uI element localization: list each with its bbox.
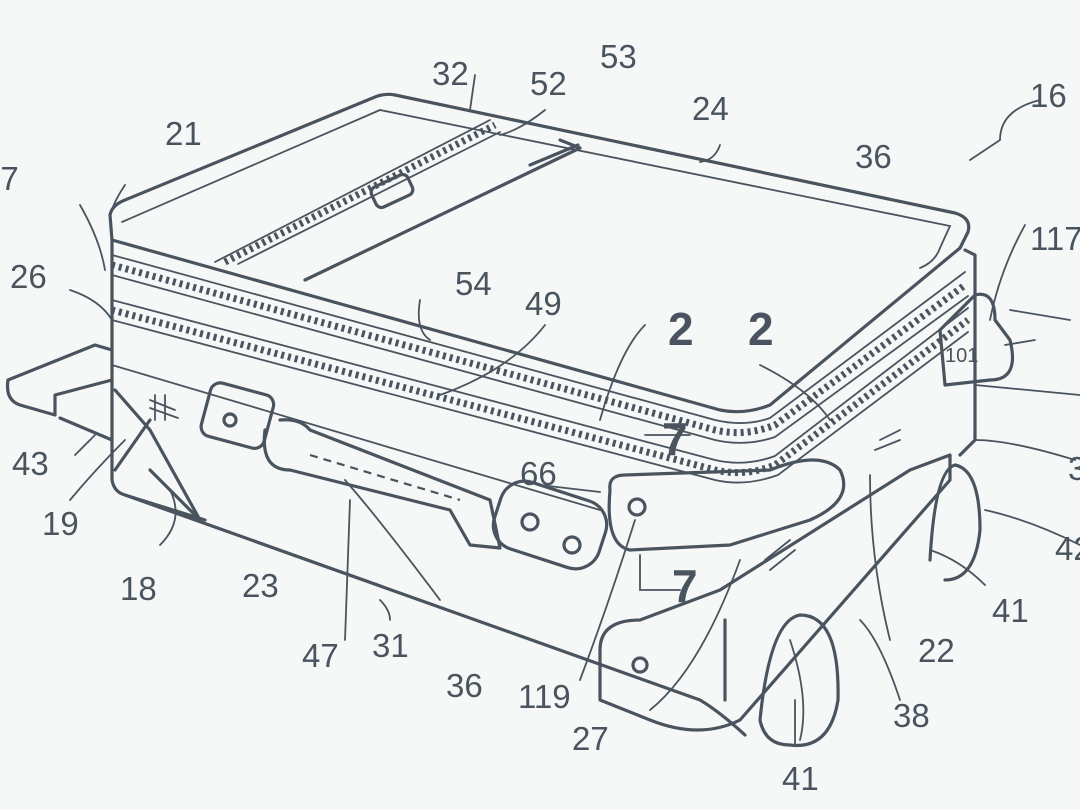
side-handle (5, 343, 114, 442)
section-label-2b: 2 (748, 303, 774, 355)
label-22: 22 (918, 632, 955, 669)
label-41-front: 41 (782, 760, 819, 797)
label-52: 52 (530, 65, 567, 102)
label-32: 32 (432, 55, 469, 92)
label-36-bottom: 36 (446, 667, 483, 704)
label-42: 42 (1055, 530, 1080, 567)
lid-front-edge (110, 238, 962, 414)
label-41-rear: 41 (992, 592, 1029, 629)
label-19: 19 (42, 505, 79, 542)
label-24: 24 (692, 90, 729, 127)
label-16: 16 (1030, 77, 1067, 114)
label-17: 17 (0, 160, 19, 197)
section-label-7a: 7 (662, 413, 688, 465)
lid-inner-edge (121, 109, 952, 269)
label-53: 53 (600, 38, 637, 75)
label-21: 21 (165, 115, 202, 152)
label-54: 54 (455, 265, 492, 302)
body-bottom-edge (123, 493, 747, 737)
wheel-rear (928, 463, 982, 582)
label-27: 27 (572, 720, 609, 757)
label-119: 119 (518, 678, 571, 715)
corner-guard-front (607, 458, 846, 552)
strap-handle (262, 418, 502, 550)
corner-fitting-rear (938, 292, 1015, 387)
zipper-lower (111, 306, 971, 477)
label-101: 101 (945, 345, 978, 367)
pocket-zipper (223, 121, 497, 266)
label-36-top: 36 (855, 138, 892, 175)
label-43: 43 (12, 445, 49, 482)
label-26: 26 (10, 258, 47, 295)
section-label-2a: 2 (668, 303, 694, 355)
lid-top (108, 92, 971, 250)
wheel-housing (598, 453, 952, 732)
label-49: 49 (525, 285, 562, 322)
label-31: 31 (372, 627, 409, 664)
label-38: 38 (893, 697, 930, 734)
label-47: 47 (302, 637, 339, 674)
label-18: 18 (120, 570, 157, 607)
wheel-front (758, 613, 840, 748)
label-117: 117 (1030, 220, 1080, 257)
label-66: 66 (520, 455, 557, 492)
label-23: 23 (242, 567, 279, 604)
section-label-7b: 7 (672, 560, 698, 612)
zipper-upper (111, 261, 968, 437)
label-3x: 3 (1068, 450, 1080, 487)
